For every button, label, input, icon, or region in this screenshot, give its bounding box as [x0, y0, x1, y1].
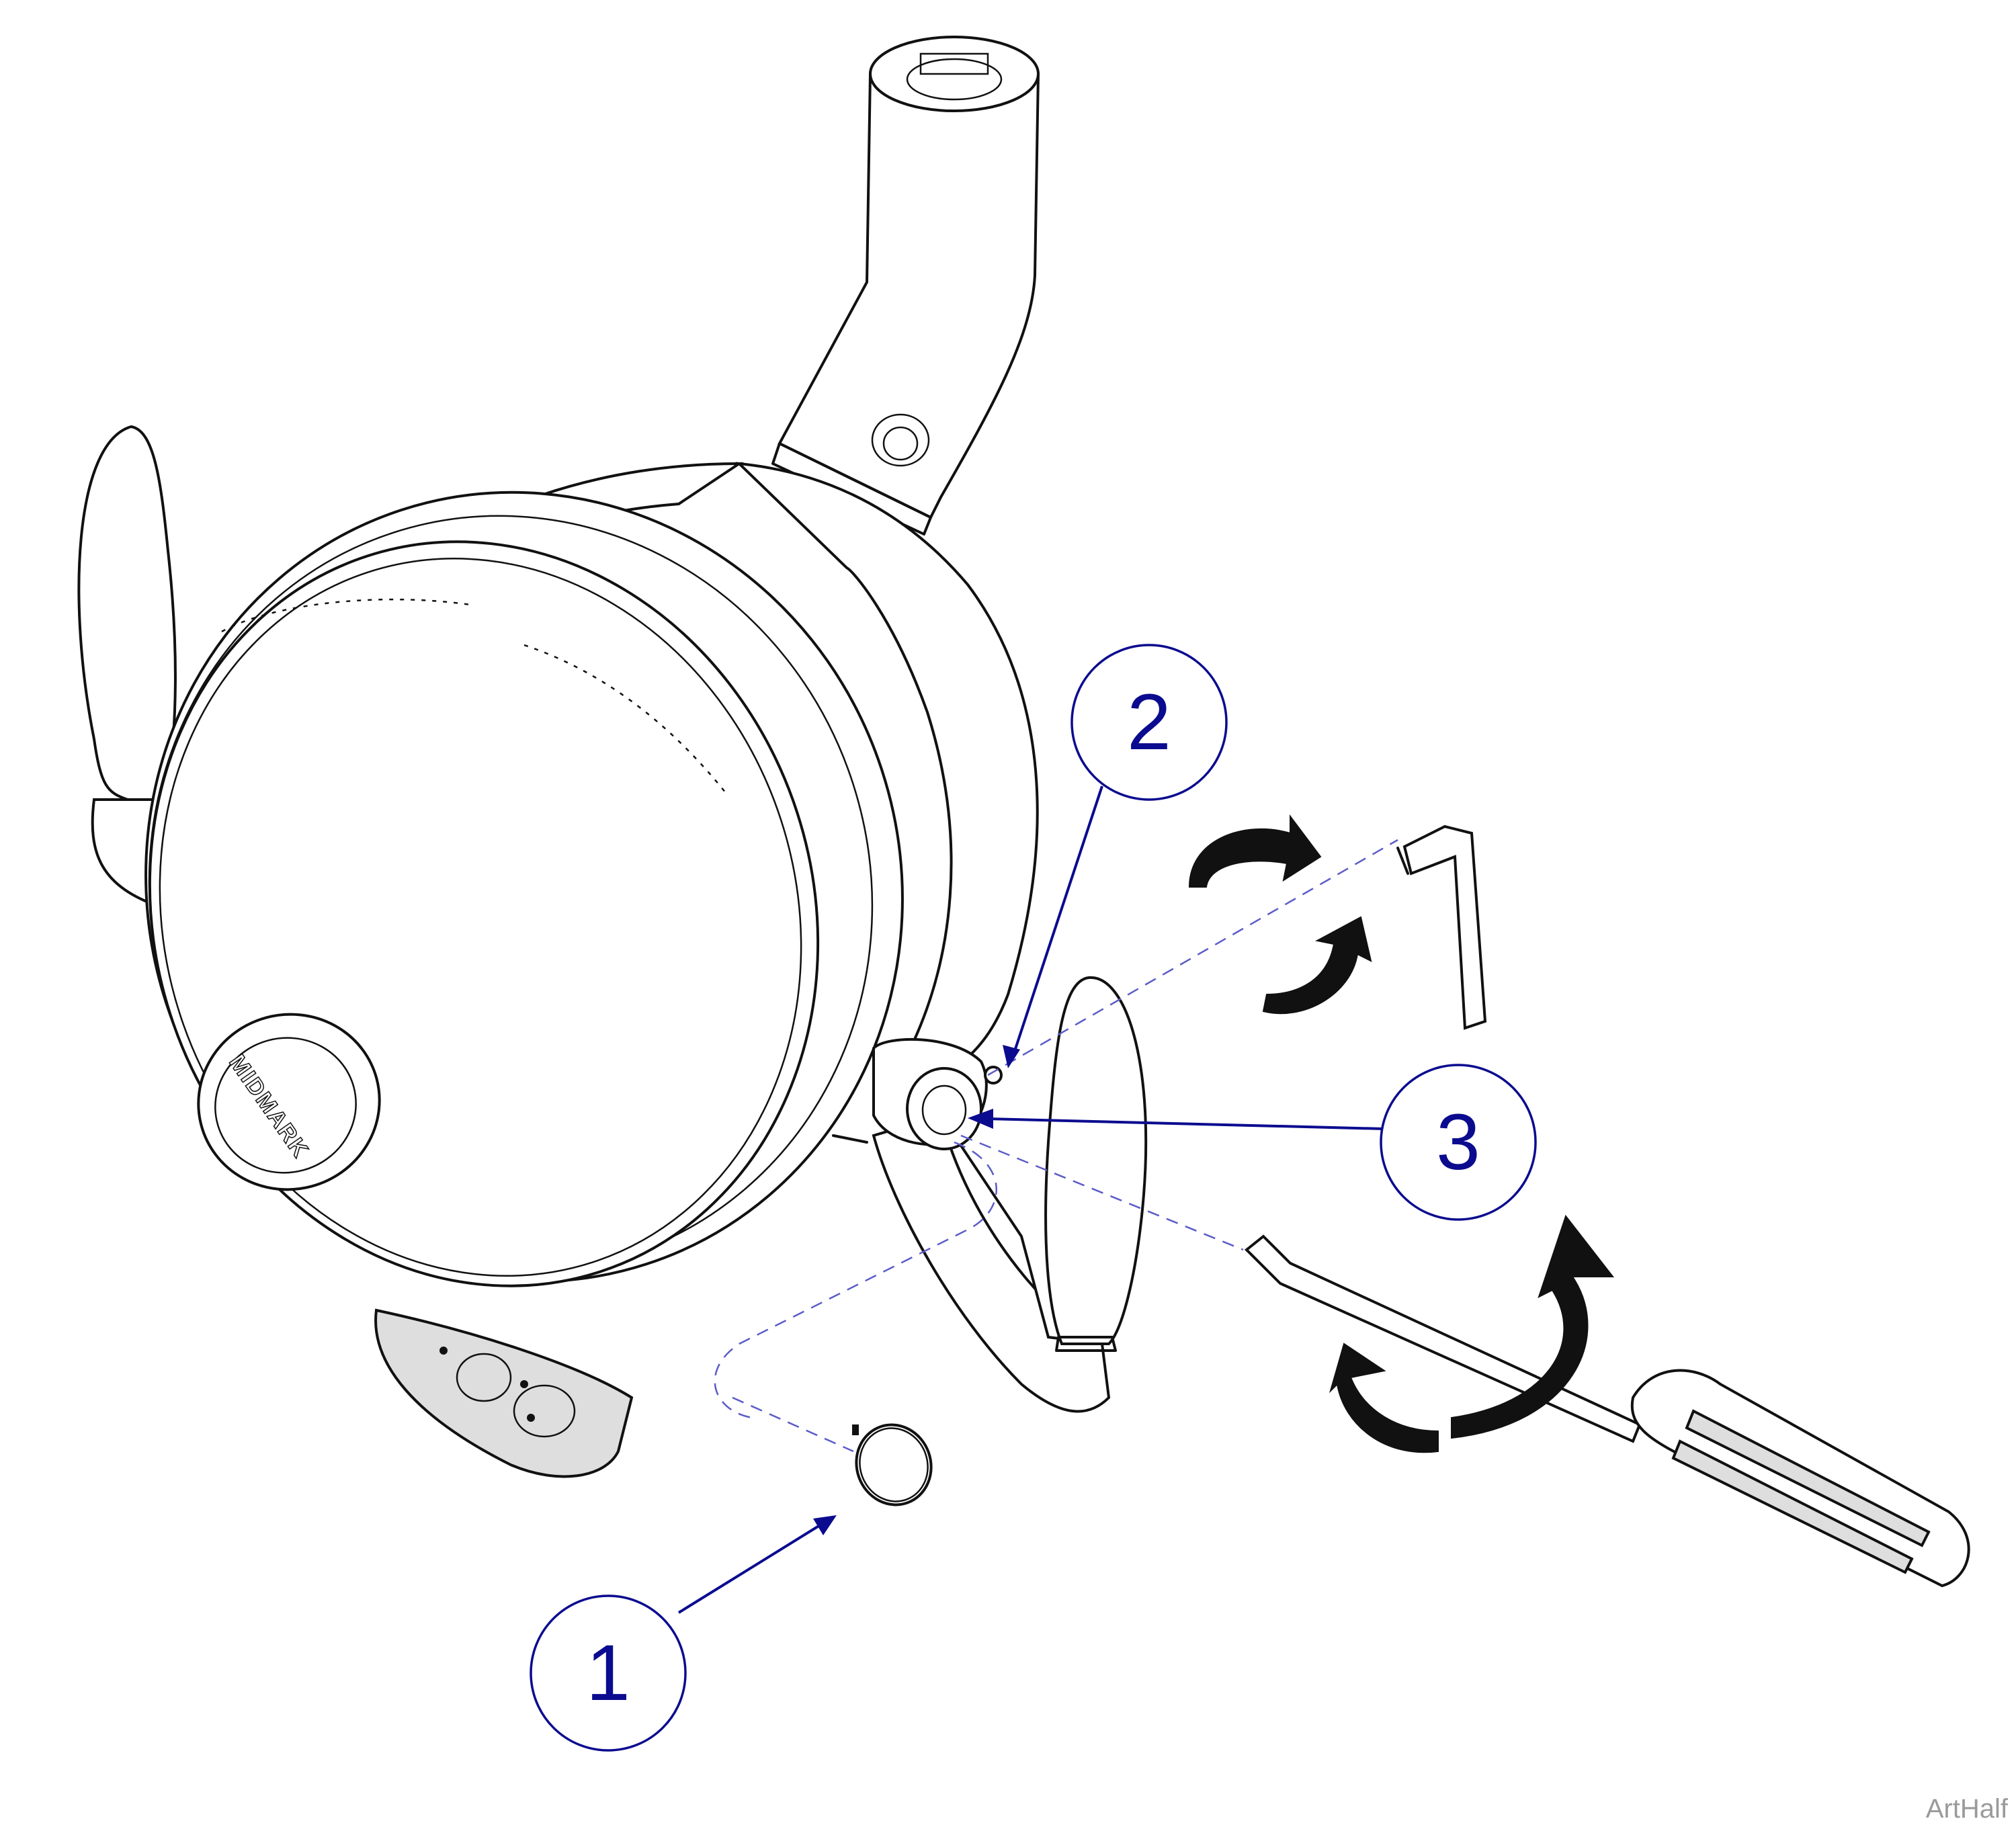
light-head: MIDMARK [144, 491, 904, 1287]
callout-3: 3 [1380, 1064, 1537, 1221]
callout-leaders [677, 785, 1385, 1614]
callout-1-label: 1 [586, 1629, 630, 1717]
art-tag: ArtHalf [1925, 1794, 2008, 1824]
cap-icon [852, 1423, 933, 1506]
support-arm [771, 36, 1040, 536]
callout-3-label: 3 [1436, 1098, 1480, 1187]
screwdriver-icon [1245, 1234, 1970, 1588]
callout-1: 1 [530, 1594, 687, 1752]
pivot-hub [832, 1037, 1003, 1150]
control-panel [374, 1308, 634, 1478]
assembly-guide-lines [714, 839, 1398, 1453]
rotate-arrow-icon-screwdriver [1329, 1214, 1615, 1453]
rotate-arrow-icon-hex [1188, 814, 1372, 1015]
hex-key-icon [1396, 824, 1487, 1030]
right-handle [1044, 976, 1148, 1352]
callout-2-label: 2 [1127, 678, 1171, 767]
callout-2: 2 [1070, 644, 1228, 801]
